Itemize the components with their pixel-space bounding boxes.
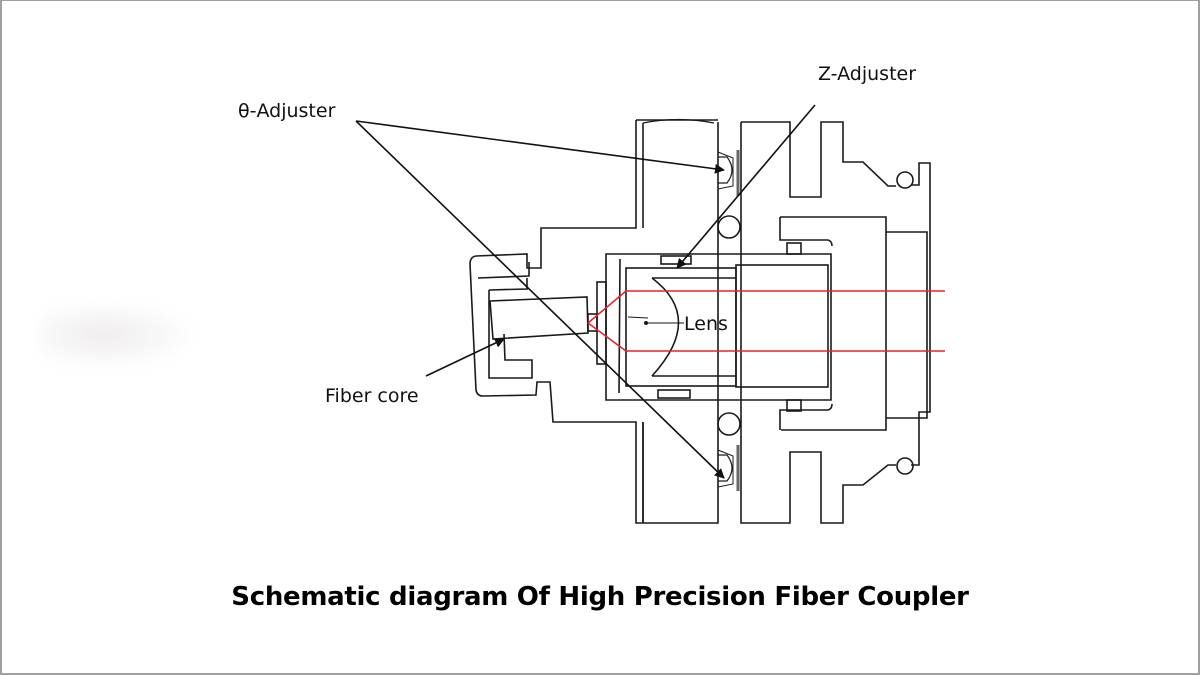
collar-outline	[488, 290, 533, 379]
blurred-watermark	[40, 300, 200, 370]
theta-leader-top	[355, 120, 725, 174]
lens-barrel	[605, 253, 832, 401]
diagram-caption: Schematic diagram Of High Precision Fibe…	[231, 582, 969, 612]
fiber-core-label: Fiber core	[325, 385, 419, 407]
z-leader	[676, 104, 816, 269]
fiber-ferrule	[489, 296, 589, 340]
bearing-ball-top	[717, 215, 741, 239]
z-adjuster-label: Z-Adjuster	[818, 63, 917, 85]
theta-leader-bottom	[355, 120, 725, 479]
front-plate	[596, 281, 607, 365]
lens-surface	[651, 277, 680, 377]
right-plate-top	[740, 121, 931, 524]
housing-outline	[469, 120, 719, 524]
beam-lower	[587, 322, 945, 352]
bearing-ball-bottom	[717, 412, 741, 436]
lens-label: Lens	[684, 313, 728, 335]
light-beam	[587, 290, 945, 352]
theta-adjuster-label: θ-Adjuster	[238, 100, 336, 122]
fiber-core-leader	[425, 338, 505, 377]
beam-upper	[587, 290, 945, 324]
